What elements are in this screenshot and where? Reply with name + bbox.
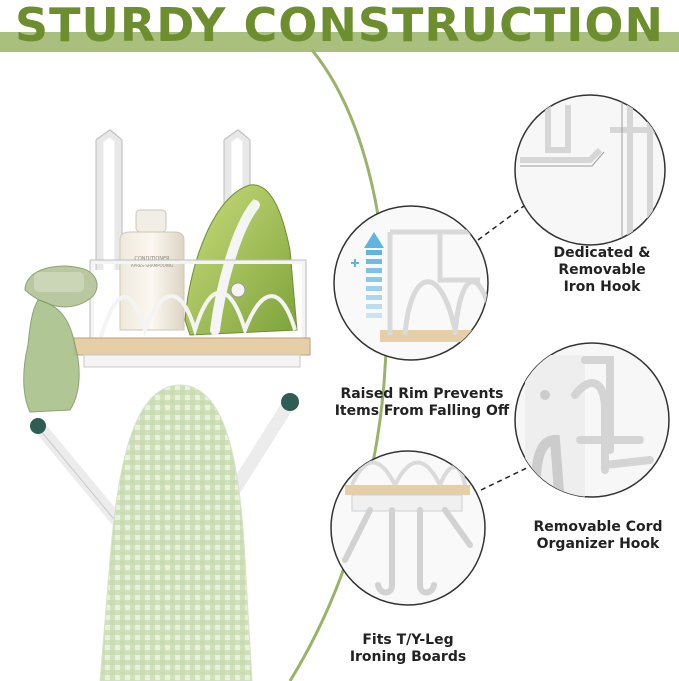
wood-shelf (73, 337, 311, 356)
caption-iron-hook: Dedicated & Removable Iron Hook (553, 245, 651, 295)
connector-line (477, 199, 533, 241)
caption-fits-boards: Fits T/Y-Leg Ironing Boards (349, 632, 467, 665)
caption-raised-rim: Raised Rim Prevents Items From Falling O… (334, 386, 510, 419)
bottle-label-line2: APRES-SHAMPOOING (131, 263, 173, 268)
detail-circle-cord-hook (514, 342, 670, 498)
door-hooks (96, 128, 250, 270)
garment-steamer (23, 265, 98, 413)
page-title: STURDY CONSTRUCTION (15, 0, 664, 52)
plus-icon (351, 259, 359, 267)
ironing-board (99, 384, 253, 681)
connector-line (480, 464, 534, 491)
detail-circle-iron-hook (514, 94, 666, 246)
detail-circle-raised-rim (333, 205, 489, 361)
bottle-label-line1: CONDITIONER (134, 256, 170, 262)
detail-circle-fits-boards (330, 450, 486, 606)
raise-arrow-icon (364, 232, 384, 318)
caption-cord-hook: Removable Cord Organizer Hook (533, 519, 663, 552)
